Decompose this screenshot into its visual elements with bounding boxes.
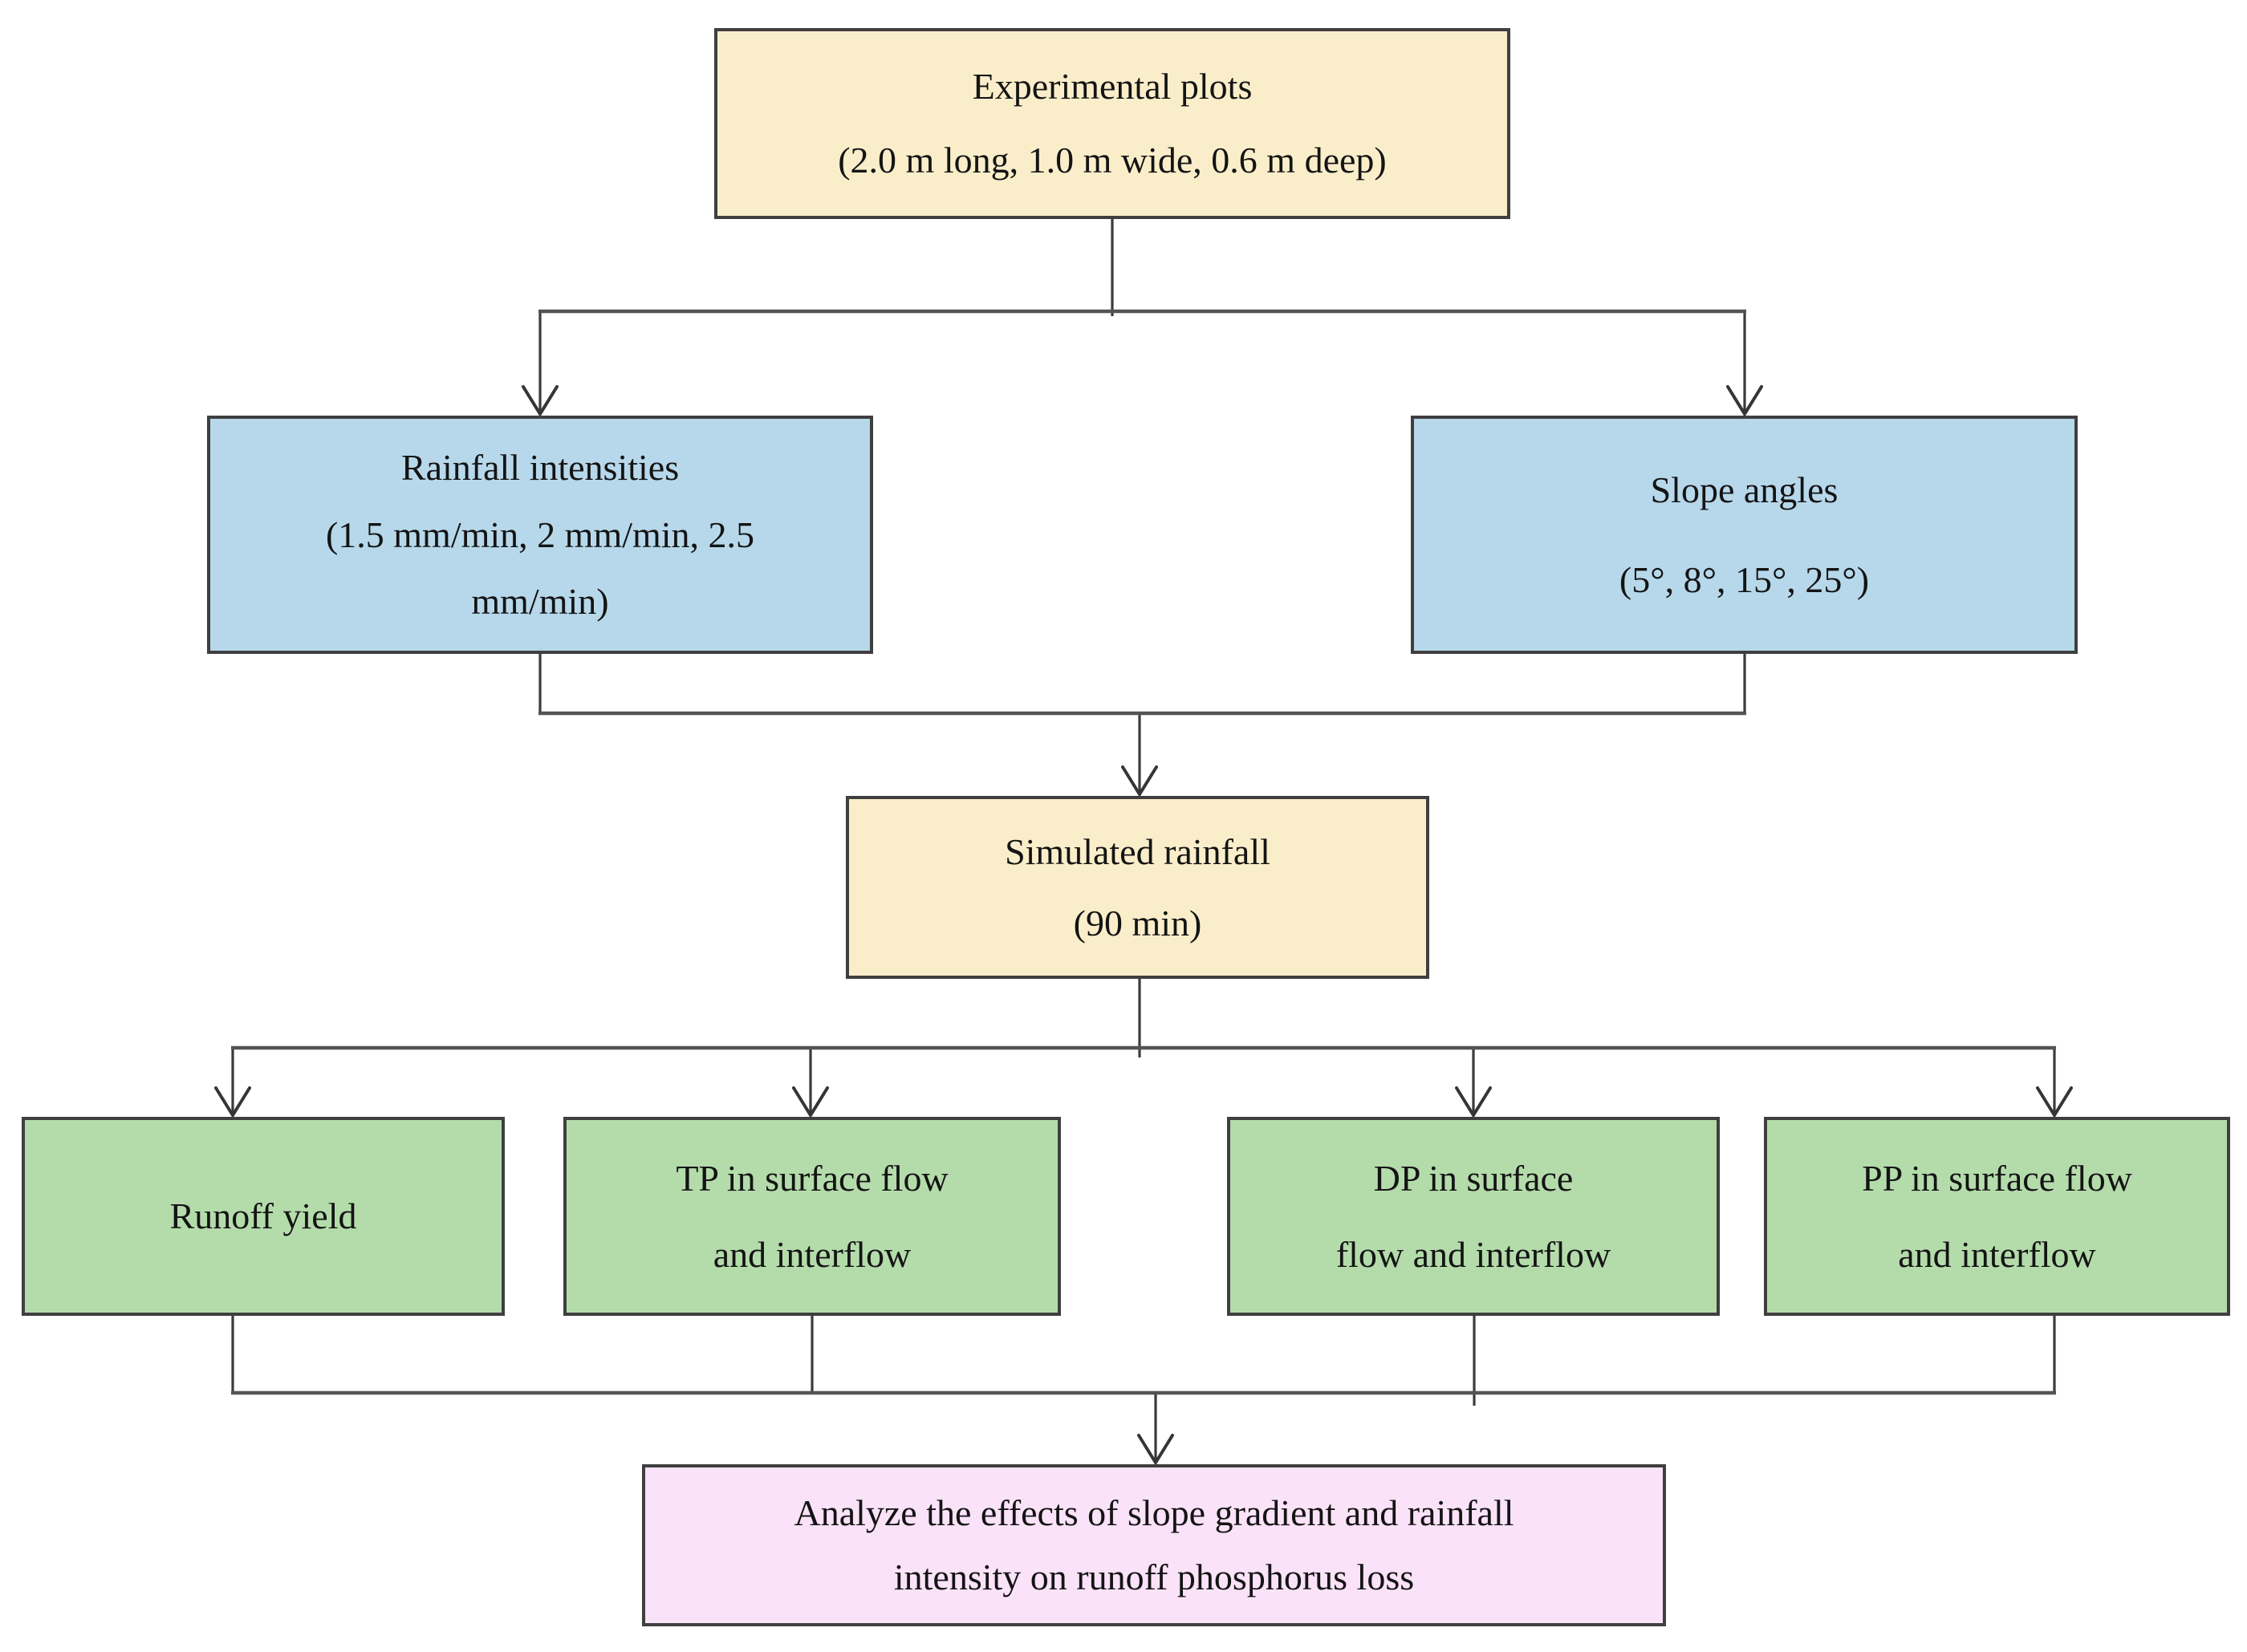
node-label-line: Simulated rainfall <box>1005 831 1270 872</box>
node-label-line: (90 min) <box>1073 902 1202 944</box>
node-simulated-rainfall: Simulated rainfall (90 min) <box>846 796 1429 979</box>
node-label-line: Slope angles <box>1650 469 1839 510</box>
node-label-line: DP in surface <box>1373 1157 1574 1199</box>
node-label-line: (2.0 m long, 1.0 m wide, 0.6 m deep) <box>838 140 1387 181</box>
node-label-line: Experimental plots <box>972 66 1253 108</box>
node-label-line: intensity on runoff phosphorus loss <box>893 1557 1415 1598</box>
node-dp-surface-interflow: DP in surface flow and interflow <box>1227 1117 1720 1316</box>
node-runoff-yield: Runoff yield <box>22 1117 505 1316</box>
node-label-line: PP in surface flow <box>1862 1157 2132 1199</box>
node-rainfall-intensities: Rainfall intensities (1.5 mm/min, 2 mm/m… <box>207 416 873 654</box>
node-label-line: flow and interflow <box>1335 1233 1611 1275</box>
node-label-line: and interflow <box>713 1233 912 1275</box>
node-analyze-effects: Analyze the effects of slope gradient an… <box>642 1464 1666 1626</box>
node-slope-angles: Slope angles (5°, 8°, 15°, 25°) <box>1411 416 2078 654</box>
node-label-line: (1.5 mm/min, 2 mm/min, 2.5 <box>325 513 755 555</box>
node-pp-surface-interflow: PP in surface flow and interflow <box>1764 1117 2230 1316</box>
node-label-line: TP in surface flow <box>676 1157 949 1199</box>
node-label-line: mm/min) <box>471 581 609 623</box>
node-label-line: (5°, 8°, 15°, 25°) <box>1619 558 1870 600</box>
node-label-line: Runoff yield <box>169 1195 357 1237</box>
node-label-line: Analyze the effects of slope gradient an… <box>794 1492 1514 1534</box>
node-tp-surface-interflow: TP in surface flow and interflow <box>563 1117 1061 1316</box>
node-label-line: and interflow <box>1898 1233 2096 1275</box>
node-experimental-plots: Experimental plots (2.0 m long, 1.0 m wi… <box>714 28 1510 219</box>
node-label-line: Rainfall intensities <box>400 447 680 489</box>
